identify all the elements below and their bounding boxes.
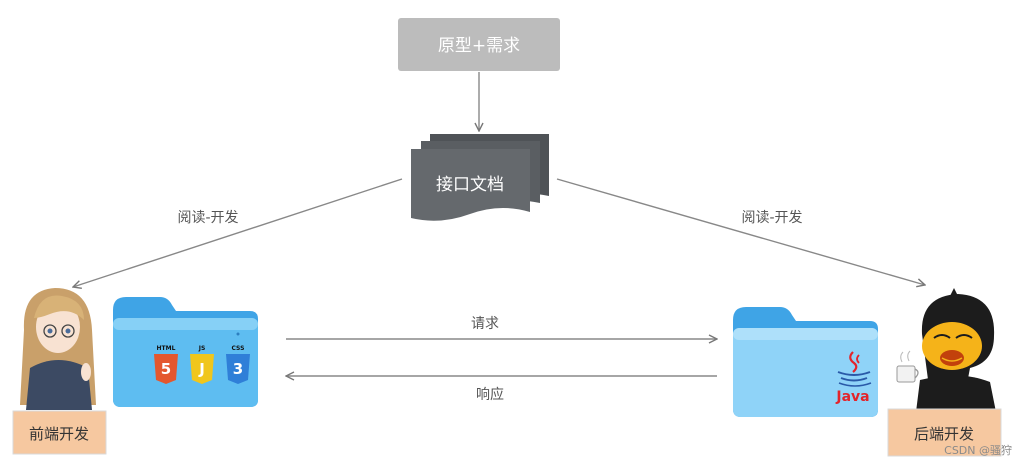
prototype-label: 原型+需求	[438, 36, 520, 56]
prototype-box	[398, 18, 560, 71]
doc-sheet-front	[411, 149, 530, 221]
java-icon: Java	[835, 351, 872, 405]
response-label: 响应	[476, 386, 504, 403]
interface-doc-node: 接口文档	[411, 134, 549, 221]
js-glyph: J	[198, 360, 205, 378]
css3-caption: CSS	[232, 345, 245, 352]
js-icon: JS J	[190, 345, 214, 384]
html5-shield	[154, 354, 178, 384]
frontend-label-tag: 前端开发	[12, 410, 107, 455]
doc-label: 接口文档	[436, 175, 504, 195]
read-develop-right-label: 阅读-开发	[741, 209, 802, 226]
js-caption: JS	[198, 345, 206, 352]
css3-shield	[226, 354, 250, 384]
frontend-folder-icon	[113, 297, 258, 407]
java-text: Java	[835, 389, 869, 405]
arrow-to-frontend	[73, 178, 403, 287]
css3-icon: CSS 3	[226, 345, 250, 384]
read-develop-left-label: 阅读-开发	[177, 209, 238, 226]
prototype-requirements-node: 原型+需求	[398, 18, 560, 71]
backend-label-tag: 后端开发	[887, 408, 1002, 457]
html5-caption: HTML	[157, 345, 176, 352]
request-label: 请求	[471, 316, 499, 332]
css3-glyph: 3	[233, 360, 243, 378]
js-shield	[190, 354, 214, 384]
watermark: CSDN @骚狩	[944, 443, 1012, 457]
html5-icon: HTML 5	[154, 345, 178, 384]
backend-label: 后端开发	[914, 425, 974, 443]
arrow-to-backend	[556, 178, 925, 285]
frontend-label: 前端开发	[29, 425, 89, 443]
frontend-developer-avatar	[20, 288, 96, 410]
backend-folder-icon	[733, 307, 878, 417]
backend-developer-avatar	[896, 288, 996, 412]
frontend-tech-badges: HTML 5 JS J CSS 3	[154, 345, 250, 384]
html5-glyph: 5	[161, 360, 171, 378]
